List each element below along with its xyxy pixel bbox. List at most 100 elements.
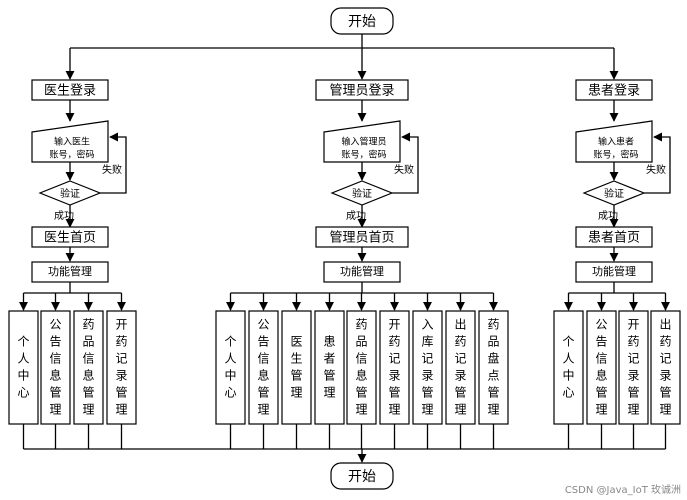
module-char-0-3-3: 录 bbox=[115, 369, 127, 383]
module-char-1-1-5: 理 bbox=[257, 403, 269, 417]
module-char-1-3-0: 患 bbox=[323, 335, 335, 349]
module-char-1-1-2: 信 bbox=[257, 352, 269, 366]
module-char-1-8-5: 理 bbox=[487, 403, 499, 417]
verify-diamond-0 bbox=[38, 180, 102, 206]
module-char-1-2-3: 理 bbox=[290, 386, 302, 400]
module-char-1-5-2: 记 bbox=[388, 352, 400, 366]
module-char-1-1-1: 告 bbox=[257, 335, 269, 349]
function-label-0: 功能管理 bbox=[48, 264, 92, 278]
module-char-2-3-2: 记 bbox=[659, 352, 671, 366]
module-char-2-3-1: 药 bbox=[659, 335, 671, 349]
module-box-0-3 bbox=[106, 310, 137, 425]
module-box-1-5 bbox=[379, 310, 410, 425]
module-char-1-6-0: 入 bbox=[421, 318, 433, 332]
module-char-0-2-2: 信 bbox=[82, 352, 94, 366]
fail-loop-0 bbox=[100, 132, 127, 194]
module-char-1-4-5: 理 bbox=[355, 403, 367, 417]
module-char-1-8-0: 药 bbox=[487, 318, 499, 332]
module-char-1-7-1: 药 bbox=[454, 335, 466, 349]
module-char-0-0-0: 个 bbox=[17, 335, 29, 349]
home-label-0: 医生首页 bbox=[44, 231, 96, 246]
module-box-1-6 bbox=[412, 310, 443, 425]
module-char-2-0-0: 个 bbox=[562, 335, 574, 349]
module-char-0-1-2: 信 bbox=[49, 352, 61, 366]
module-char-2-1-0: 公 bbox=[595, 318, 607, 332]
input-label-line2-1: 账号，密码 bbox=[341, 149, 386, 161]
module-box-0-1 bbox=[40, 310, 71, 425]
fail-label-2: 失败 bbox=[646, 163, 666, 176]
module-char-1-5-0: 开 bbox=[388, 318, 400, 332]
verify-label-1: 验证 bbox=[352, 187, 372, 200]
module-char-1-2-1: 生 bbox=[290, 352, 302, 366]
end-terminal-shape bbox=[330, 462, 394, 490]
module-char-1-4-2: 信 bbox=[355, 352, 367, 366]
module-char-0-3-4: 管 bbox=[115, 385, 127, 400]
module-char-2-0-3: 心 bbox=[562, 386, 574, 400]
module-box-1-4 bbox=[346, 310, 377, 425]
login-label-0: 医生登录 bbox=[44, 84, 96, 99]
module-char-0-2-3: 息 bbox=[82, 368, 94, 383]
module-char-1-4-3: 息 bbox=[355, 368, 367, 383]
module-box-1-0 bbox=[215, 310, 246, 425]
module-char-1-0-3: 心 bbox=[224, 386, 236, 400]
module-char-0-2-4: 管 bbox=[82, 385, 94, 400]
module-char-0-2-5: 理 bbox=[82, 403, 94, 417]
module-char-1-0-0: 个 bbox=[224, 335, 236, 349]
module-char-2-2-4: 管 bbox=[627, 385, 639, 400]
module-char-2-0-2: 中 bbox=[562, 368, 574, 383]
module-char-1-5-1: 药 bbox=[388, 335, 400, 349]
login-label-1: 管理员登录 bbox=[329, 84, 394, 99]
success-label-0: 成功 bbox=[54, 210, 74, 222]
module-char-1-1-3: 息 bbox=[257, 368, 269, 383]
module-char-1-7-0: 出 bbox=[454, 318, 466, 332]
verify-diamond-1 bbox=[330, 180, 394, 206]
module-char-0-2-0: 药 bbox=[82, 318, 94, 332]
login-box-0 bbox=[31, 79, 109, 101]
input-shape-0 bbox=[31, 120, 109, 163]
login-box-1 bbox=[315, 79, 409, 101]
function-box-1 bbox=[323, 261, 401, 283]
module-char-1-1-0: 公 bbox=[257, 318, 269, 332]
module-char-2-2-3: 录 bbox=[627, 369, 639, 383]
fail-label-0: 失败 bbox=[102, 163, 122, 176]
module-char-2-1-1: 告 bbox=[595, 335, 607, 349]
module-char-2-0-1: 人 bbox=[562, 352, 574, 366]
module-char-0-2-1: 品 bbox=[82, 335, 94, 349]
module-char-1-8-3: 点 bbox=[487, 369, 499, 383]
module-char-1-8-2: 盘 bbox=[487, 351, 499, 366]
module-char-0-0-1: 人 bbox=[17, 352, 29, 366]
module-char-2-2-2: 记 bbox=[627, 352, 639, 366]
module-box-1-2 bbox=[281, 310, 312, 425]
input-shape-1 bbox=[323, 120, 401, 163]
module-char-0-3-0: 开 bbox=[115, 318, 127, 332]
input-label-line2-0: 账号，密码 bbox=[49, 149, 94, 161]
input-label-line1-2: 输入患者 bbox=[598, 136, 634, 148]
module-box-1-7 bbox=[445, 310, 476, 425]
verify-label-2: 验证 bbox=[604, 187, 624, 200]
module-box-1-3 bbox=[314, 310, 345, 425]
fail-loop-1 bbox=[392, 132, 419, 194]
module-char-1-8-1: 品 bbox=[487, 335, 499, 349]
module-char-1-0-2: 中 bbox=[224, 368, 236, 383]
function-box-2 bbox=[575, 261, 653, 283]
module-char-0-0-2: 中 bbox=[17, 368, 29, 383]
input-label-line1-0: 输入医生 bbox=[54, 136, 90, 148]
module-char-1-7-4: 管 bbox=[454, 385, 466, 400]
module-box-2-1 bbox=[586, 310, 617, 425]
module-char-1-2-2: 管 bbox=[290, 368, 302, 383]
module-char-0-3-2: 记 bbox=[115, 352, 127, 366]
module-char-1-5-4: 管 bbox=[388, 385, 400, 400]
home-box-2 bbox=[575, 226, 653, 248]
module-box-0-0 bbox=[8, 310, 39, 425]
input-shape-2 bbox=[575, 120, 653, 163]
verify-label-0: 验证 bbox=[60, 187, 80, 200]
module-char-1-0-1: 人 bbox=[224, 352, 236, 366]
function-label-1: 功能管理 bbox=[340, 264, 384, 278]
module-char-2-2-5: 理 bbox=[627, 403, 639, 417]
function-label-2: 功能管理 bbox=[592, 264, 636, 278]
module-char-0-3-5: 理 bbox=[115, 403, 127, 417]
fail-loop-2 bbox=[644, 132, 671, 194]
module-char-1-4-0: 药 bbox=[355, 318, 367, 332]
module-char-0-1-1: 告 bbox=[49, 335, 61, 349]
